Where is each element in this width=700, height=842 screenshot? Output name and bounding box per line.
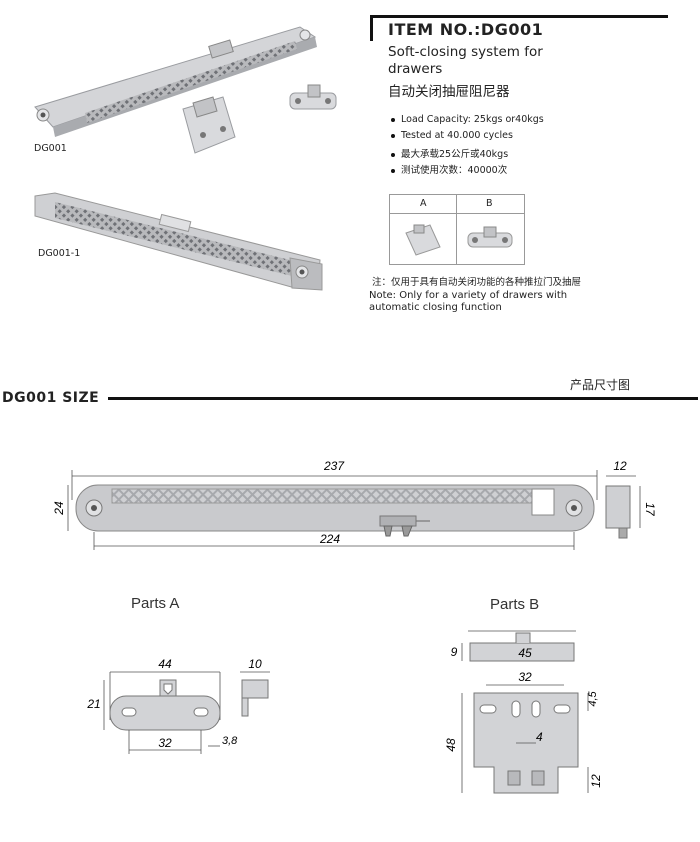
item-number-title: ITEM NO.:DG001: [388, 20, 544, 39]
parts-a-plate: [109, 695, 221, 731]
parts-a-side-view: [241, 679, 269, 699]
dg001-product-photo: [34, 26, 337, 154]
spec-item: 最大承载25公斤或40kgs: [391, 146, 508, 160]
main-dimension-drawing: 237 224 24 12 17: [52, 459, 657, 550]
dim-parts-b-bottom-gap: 12: [589, 774, 603, 788]
parts-table: A B: [389, 194, 525, 265]
mesh-panel: [111, 488, 533, 504]
subtitle-en-line2: drawers: [388, 61, 443, 77]
dim-parts-b-top-gap: 4,5: [587, 690, 599, 706]
dim-parts-b-height: 48: [444, 738, 458, 752]
dim-parts-b-center-gap: 4: [536, 730, 543, 744]
damper-body-dg001: [34, 26, 317, 137]
dim-side-height: 17: [643, 502, 657, 517]
dim-parts-b-top-height: 9: [451, 645, 458, 659]
trigger-mechanism: [379, 515, 417, 527]
dim-side-width: 12: [613, 459, 627, 473]
side-view-drawing: [605, 485, 631, 529]
dim-parts-a-hole-spacing: 32: [158, 736, 172, 750]
parts-table-header: [390, 195, 524, 214]
part-b-photo: [289, 84, 337, 110]
parts-table-col-a: A: [420, 198, 427, 209]
parts-a-label: Parts A: [131, 595, 180, 612]
dim-parts-a-height: 21: [86, 697, 100, 711]
dim-parts-b-top-width: 45: [518, 646, 532, 660]
header-rule-vertical: [370, 15, 373, 41]
spec-item: 测试使用次数：40000次: [391, 162, 507, 176]
parts-b-label: Parts B: [490, 596, 540, 613]
size-section-heading: DG001 SIZE: [2, 390, 100, 406]
note-cn: 注：仅用于具有自动关闭功能的各种推拉门及抽屉: [372, 277, 582, 288]
note-en-line2: automatic closing function: [369, 302, 502, 313]
parts-b-drawing: 45 9 32 4 4,5 48 12: [444, 630, 603, 794]
dim-parts-a-width: 44: [158, 657, 172, 671]
part-b-thumbnail: [467, 226, 513, 248]
caption-dg001-1: DG001-1: [38, 248, 81, 259]
dim-hole-spacing: 224: [319, 532, 340, 546]
note-en-line1: Note: Only for a variety of drawers with: [369, 290, 568, 301]
slot-cutout: [531, 488, 555, 516]
dim-height: 24: [52, 501, 66, 516]
subtitle-cn: 自动关闭抽屉阻尼器: [388, 84, 510, 100]
dim-total-length: 237: [323, 459, 345, 473]
part-a-photo: [182, 96, 236, 154]
spec-item: Tested at 40.000 cycles: [391, 130, 513, 141]
subtitle-en-line1: Soft-closing system for: [388, 44, 543, 60]
dg001-1-product-photo: [34, 192, 323, 291]
parts-table-col-b: B: [486, 198, 493, 209]
size-diagram-cn-label: 产品尺寸图: [570, 378, 631, 392]
dim-parts-a-offset: 3,8: [222, 735, 238, 747]
parts-a-drawing: 44 21 32 3,8 10: [86, 657, 270, 754]
caption-dg001: DG001: [34, 143, 67, 154]
parts-table-divider: [456, 195, 457, 264]
dim-parts-a-side-width: 10: [248, 657, 262, 671]
size-section-rule: [108, 397, 698, 400]
spec-item: Load Capacity: 25kgs or40kgs: [391, 114, 544, 125]
part-a-thumbnail: [405, 224, 441, 256]
dim-parts-b-hole-spacing: 32: [518, 670, 532, 684]
header-rule: [370, 15, 668, 18]
